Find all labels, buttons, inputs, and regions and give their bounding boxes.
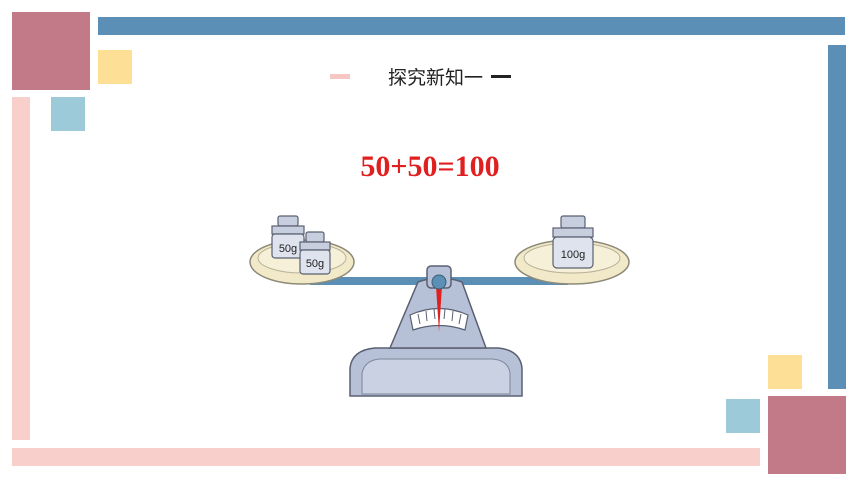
bottom-right-yellow-square (768, 355, 802, 389)
top-left-blue-square (51, 97, 85, 131)
right-blue-bar (828, 45, 846, 389)
weight-100g: 100g (552, 215, 594, 269)
weight-label: 50g (306, 258, 324, 270)
scale-needle (436, 286, 442, 332)
top-left-rose-square (12, 12, 90, 90)
section-title: 探究新知一 (330, 62, 512, 90)
top-left-yellow-square (98, 50, 132, 84)
title-right-dash (491, 74, 512, 78)
weight-50g-front: 50g (299, 231, 331, 275)
weight-50g-back: 50g (271, 215, 305, 259)
bottom-right-rose-square (768, 396, 846, 474)
bottom-right-blue-square (726, 399, 760, 433)
page-title: 探究新知一 (388, 66, 484, 89)
top-blue-bar (98, 17, 845, 35)
bottom-pink-bar (12, 448, 760, 466)
left-pink-bar (12, 97, 30, 440)
scale-pivot (431, 274, 447, 290)
weight-label: 50g (279, 243, 297, 255)
weight-label: 100g (561, 249, 585, 261)
title-left-dash (330, 73, 350, 79)
balance-scale-illustration: 50g 50g 100g (249, 215, 630, 397)
equation-text: 50+50=100 (360, 150, 500, 183)
